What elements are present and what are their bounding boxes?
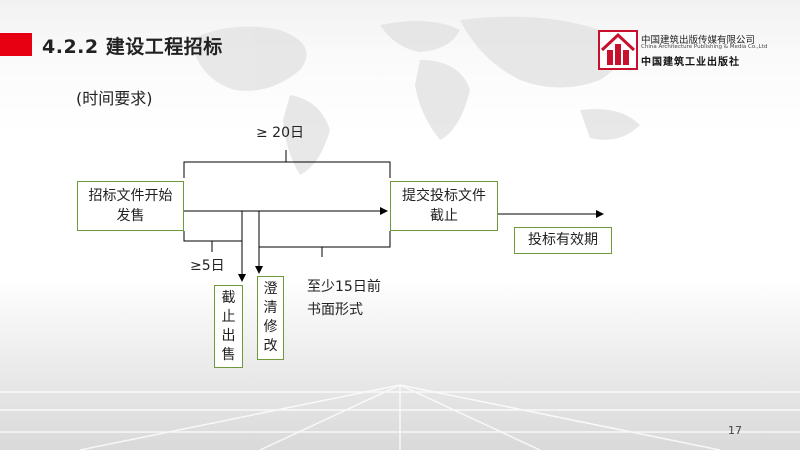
vbox-clarify-char: 澄 [263,281,278,297]
label-15-days-line1: 至少15日前 [307,279,381,295]
subtitle: (时间要求) [76,89,153,108]
label-5-days: ≥5日 [190,258,225,274]
brace-5-days [183,231,243,252]
vbox-clarify-char: 修 [263,319,278,335]
vbox-clarify-char: 改 [263,338,278,354]
page-number: 17 [728,424,742,437]
vbox-stop-sale: 截 止 出 售 [214,285,243,368]
box-bid-doc-sale-start-line2: 发售 [116,208,145,224]
label-15-days-line2: 书面形式 [307,302,363,318]
vbox-stop-sale-char: 截 [221,289,236,306]
header-accent-bar [0,33,32,56]
box-bid-doc-sale-start: 招标文件开始 发售 [77,181,184,231]
world-map-background [190,16,640,175]
box-bid-submission-deadline-line1: 提交投标文件 [402,188,486,204]
vbox-stop-sale-char: 止 [221,308,236,325]
publisher-logo-icon [598,30,638,70]
publisher-name-cn: 中国建筑出版传媒有限公司 [641,35,756,46]
publisher-name-en: China Architecture Publishing & Media Co… [641,44,768,50]
label-15-days: 至少15日前 书面形式 [307,276,381,322]
brace-15-days [258,231,391,257]
vbox-stop-sale-char: 售 [221,346,236,363]
box-bid-submission-deadline: 提交投标文件 截止 [390,181,498,231]
box-bid-doc-sale-start-line1: 招标文件开始 [88,188,173,204]
label-20-days: ≥ 20日 [256,125,304,141]
vbox-stop-sale-char: 出 [221,327,236,344]
box-bid-validity-period: 投标有效期 [514,227,612,254]
brace-20-days [183,150,391,178]
vbox-clarify-modify: 澄 清 修 改 [257,276,284,360]
box-bid-submission-deadline-line2: 截止 [430,208,458,224]
vbox-clarify-char: 清 [263,300,278,316]
publisher-calligraphy: 中国建筑工业出版社 [641,57,740,68]
section-title: 4.2.2 建设工程招标 [42,36,223,58]
